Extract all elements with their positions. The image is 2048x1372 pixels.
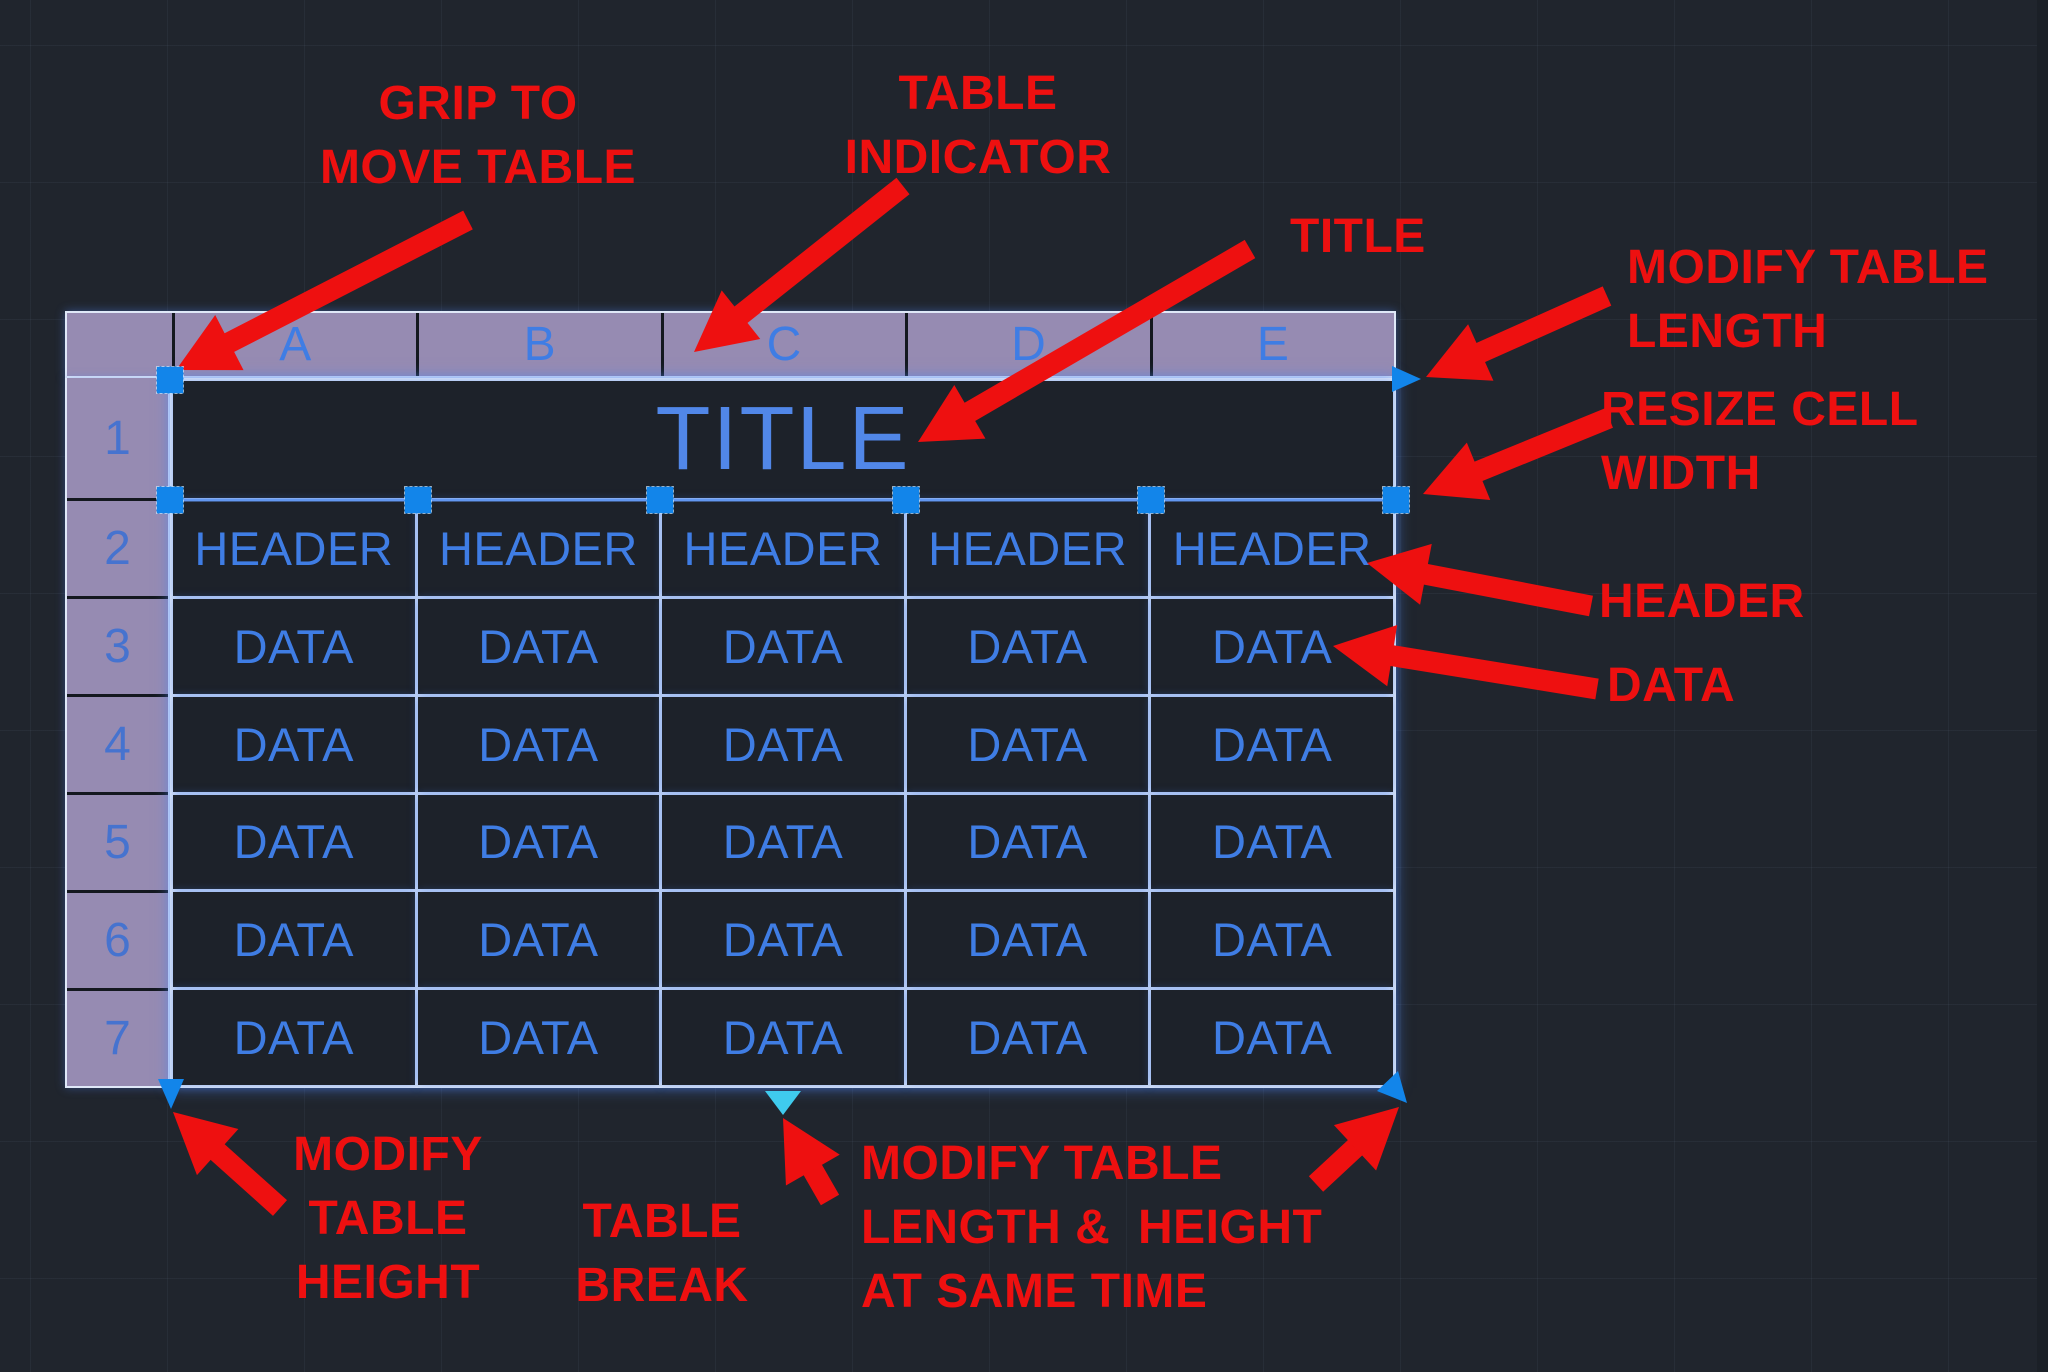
data-cell-r6c1[interactable]: DATA xyxy=(173,892,415,988)
label-modify-length-height-same-time: MODIFY TABLE LENGTH & HEIGHT AT SAME TIM… xyxy=(861,1137,1323,1318)
arrow-header-shaft xyxy=(1418,562,1593,617)
label-resize-cell-width: RESIZE CELL WIDTH xyxy=(1601,383,1919,500)
table-break-triangle[interactable] xyxy=(765,1091,801,1115)
arrow-modify-length-height-head xyxy=(1333,1107,1399,1171)
data-cell-r6c2[interactable]: DATA xyxy=(417,892,660,988)
table-title-cell[interactable]: TITLE xyxy=(173,381,1393,498)
data-cell-r7c4[interactable]: DATA xyxy=(906,990,1149,1085)
arrow-table-indicator-shaft xyxy=(729,177,910,327)
canvas-right-edge xyxy=(2037,0,2048,1372)
data-cell-r5c5[interactable]: DATA xyxy=(1151,794,1393,890)
row-number-cell-1[interactable]: 1 xyxy=(104,411,131,465)
label-table-break: TABLE BREAK xyxy=(575,1195,749,1312)
row-number-cell-5[interactable]: 5 xyxy=(67,792,168,890)
label-modify-table-length: MODIFY TABLE LENGTH xyxy=(1627,241,1989,358)
data-cell-r5c3[interactable]: DATA xyxy=(662,794,904,890)
header-cell-2[interactable]: HEADER xyxy=(417,501,660,596)
data-cell-r3c3[interactable]: DATA xyxy=(662,598,904,694)
arrow-modify-table-length-head xyxy=(1426,324,1494,381)
column-letter-cell-d[interactable]: D xyxy=(905,313,1149,376)
arrow-table-break-head xyxy=(783,1118,840,1186)
data-cell-r6c5[interactable]: DATA xyxy=(1151,892,1393,988)
modify-table-length-triangle[interactable] xyxy=(1392,366,1421,392)
label-grip-to-move-table: GRIP TO MOVE TABLE xyxy=(319,77,637,194)
data-cell-r7c2[interactable]: DATA xyxy=(417,990,660,1085)
data-cell-r5c1[interactable]: DATA xyxy=(173,794,415,890)
data-cell-r4c1[interactable]: DATA xyxy=(173,696,415,792)
arrow-modify-table-height-shaft xyxy=(206,1140,288,1216)
label-header: HEADER xyxy=(1599,575,1805,628)
header-cell-3[interactable]: HEADER xyxy=(662,501,904,596)
data-cell-r3c5[interactable]: DATA xyxy=(1151,598,1393,694)
data-cell-r6c4[interactable]: DATA xyxy=(906,892,1149,988)
label-title: TITLE xyxy=(1290,210,1426,263)
data-cell-r7c3[interactable]: DATA xyxy=(662,990,904,1085)
data-cell-r4c3[interactable]: DATA xyxy=(662,696,904,792)
arrow-data-shaft xyxy=(1384,644,1599,700)
table-corner-cell[interactable] xyxy=(67,313,172,376)
header-cell-1[interactable]: HEADER xyxy=(173,501,415,596)
data-cell-r4c4[interactable]: DATA xyxy=(906,696,1149,792)
arrow-table-break-shaft xyxy=(800,1159,840,1206)
label-table-indicator: TABLE INDICATOR xyxy=(844,67,1112,184)
label-data: DATA xyxy=(1607,659,1736,712)
arrow-modify-length-height-shaft xyxy=(1308,1136,1367,1192)
label-modify-table-height: MODIFY TABLE HEIGHT xyxy=(293,1128,483,1309)
data-cell-r3c2[interactable]: DATA xyxy=(417,598,660,694)
row-number-cell-6[interactable]: 6 xyxy=(67,890,168,988)
data-cell-r4c5[interactable]: DATA xyxy=(1151,696,1393,792)
row-number-cell-4[interactable]: 4 xyxy=(67,694,168,792)
arrow-modify-table-length-shaft xyxy=(1471,286,1612,365)
column-letter-cell-c[interactable]: C xyxy=(660,313,905,376)
data-cell-r3c4[interactable]: DATA xyxy=(906,598,1149,694)
data-cell-r4c2[interactable]: DATA xyxy=(417,696,660,792)
column-letter-cell-e[interactable]: E xyxy=(1149,313,1394,376)
row-number-cell-3[interactable]: 3 xyxy=(67,596,168,694)
column-letter-cell-a[interactable]: A xyxy=(172,313,416,376)
column-letter-cell-b[interactable]: B xyxy=(416,313,660,376)
data-cell-r5c2[interactable]: DATA xyxy=(417,794,660,890)
header-cell-5[interactable]: HEADER xyxy=(1151,501,1393,596)
header-cell-4[interactable]: HEADER xyxy=(906,501,1149,596)
data-cell-r7c5[interactable]: DATA xyxy=(1151,990,1393,1085)
arrow-modify-table-height-head xyxy=(173,1112,239,1176)
arrow-resize-cell-width-head xyxy=(1423,442,1491,501)
data-cell-r5c4[interactable]: DATA xyxy=(906,794,1149,890)
arrow-resize-cell-width-shaft xyxy=(1469,408,1613,484)
data-cell-r3c1[interactable]: DATA xyxy=(173,598,415,694)
row-number-cell-2[interactable]: 2 xyxy=(67,498,168,596)
data-cell-r6c3[interactable]: DATA xyxy=(662,892,904,988)
row-number-cell-7[interactable]: 7 xyxy=(67,988,168,1086)
data-cell-r7c1[interactable]: DATA xyxy=(173,990,415,1085)
